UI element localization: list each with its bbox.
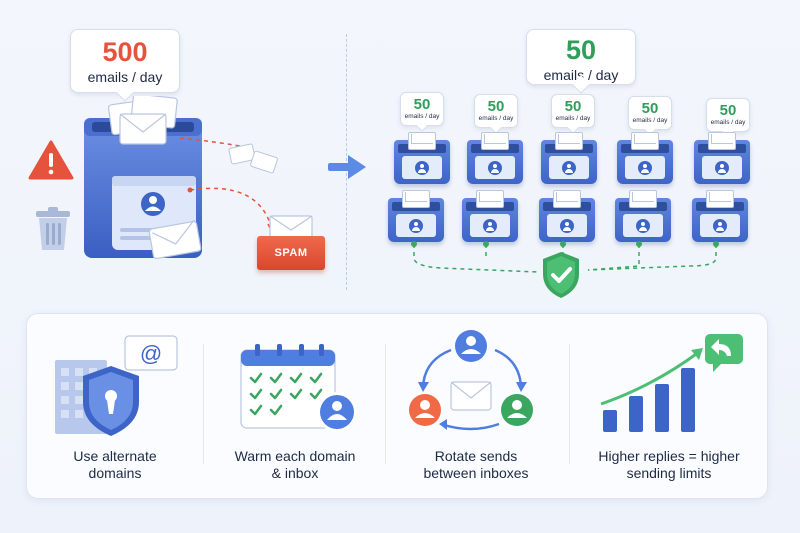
envelope-icon [450,381,492,411]
envelope-icon [148,220,202,260]
connector-lines [411,241,719,273]
volume-number: 500 [102,37,148,67]
inbox-number: 50 [487,98,505,115]
mini-mailbox [694,132,750,184]
mini-mailbox [467,132,523,184]
user-icon [488,160,502,175]
spam-folder: SPAM [257,236,325,270]
tips-card: @ Use alternate domains Warm each domain… [26,313,768,499]
limit-number: 50 [565,35,597,65]
user-icon [560,218,574,233]
mini-mailbox [462,190,518,242]
inbox-bubble-3: 50 emails / day [551,94,595,128]
feature-label-replies: Higher replies = higher sending limits [598,448,740,481]
inbox-label: emails / day [478,115,514,122]
spam-envelope-icon [269,215,313,240]
mini-mailbox [541,132,597,184]
user-icon [636,218,650,233]
mini-mailbox [388,190,444,242]
volume-label: emails / day [87,69,163,85]
card-divider [203,344,204,464]
inbox-number: 50 [719,102,737,119]
inbox-label: emails / day [404,113,440,120]
user-icon [562,160,576,175]
feature-label-domains: Use alternate domains [73,448,157,481]
domains-illustration: @ [55,335,178,436]
user-icon [483,218,497,233]
spam-path [179,137,278,234]
inbox-label: emails / day [632,117,668,124]
inbox-bubble-4: 50 emails / day [628,96,672,130]
inbox-bubble-5: 50 emails / day [706,98,750,132]
shield-check-icon [543,252,579,298]
at-mail-icon: @ [140,341,162,366]
user-icon [638,160,652,175]
user-icon [415,160,429,175]
inbox-label: emails / day [555,115,591,122]
warning-icon [28,140,74,180]
mini-mailbox [394,132,450,184]
mini-mailbox [615,190,671,242]
inbox-bubble-1: 50 emails / day [400,92,444,126]
user-icon [713,218,727,233]
mini-mailbox [617,132,673,184]
limit-label: emails / day [543,67,619,83]
inbox-number: 50 [413,96,431,113]
feature-label-warm: Warm each domain & inbox [234,448,356,481]
bar-chart-icon [600,334,743,432]
card-divider [385,344,386,464]
rotate-illustration [409,330,533,431]
calendar-icon [240,344,357,432]
trash-icon [36,207,70,250]
mini-mailbox [692,190,748,242]
user-icon [715,160,729,175]
inbox-bubble-2: 50 emails / day [474,94,518,128]
section-divider [346,34,347,290]
inbox-number: 50 [641,100,659,117]
feature-label-rotate: Rotate sends between inboxes [423,448,529,481]
inbox-label: emails / day [710,119,746,126]
mini-mailbox [539,190,595,242]
mailbox-icon [84,96,202,258]
card-divider [569,344,570,464]
user-icon [409,218,423,233]
volume-bubble: 500 emails / day [70,29,180,93]
arrow-right-icon [328,155,366,179]
limit-bubble: 50 emails / day [526,29,636,85]
inbox-number: 50 [564,98,582,115]
